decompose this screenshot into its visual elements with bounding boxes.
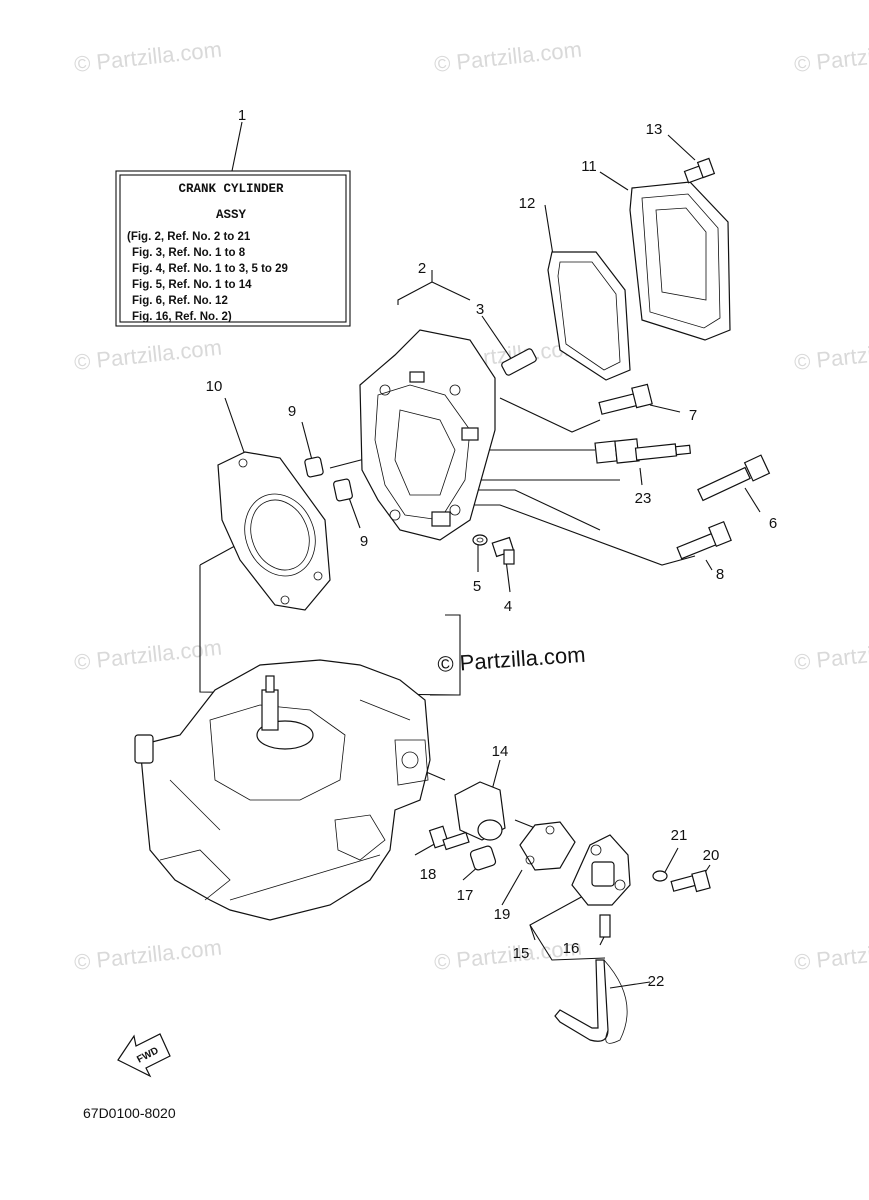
box-ref-line: Fig. 6, Ref. No. 12	[132, 295, 228, 307]
callout-6: 6	[769, 515, 777, 532]
callout-17: 17	[457, 887, 474, 904]
callout-3: 3	[476, 301, 484, 318]
callout-16: 16	[563, 940, 580, 957]
forward-arrow-icon: FWD	[117, 1033, 171, 1078]
bolt-20	[670, 869, 711, 893]
watermark: © Partzilla.com	[793, 635, 869, 675]
dowel-9a	[304, 456, 324, 478]
collar-17	[469, 845, 497, 871]
callout-22: 22	[648, 973, 665, 990]
bolt-18	[428, 825, 470, 851]
dowel-pin	[501, 348, 537, 376]
box-ref-line: Fig. 4, Ref. No. 1 to 3, 5 to 29	[132, 263, 288, 275]
bolt-8	[676, 520, 732, 560]
cover-bolt	[683, 157, 716, 184]
watermark: © Partzilla.com	[433, 37, 583, 77]
gasket-19	[519, 821, 576, 871]
box-ref-line: (Fig. 2, Ref. No. 2 to 21	[127, 231, 251, 243]
callout-1: 1	[238, 107, 246, 124]
cylinder-head-cover	[629, 181, 731, 341]
callout-11: 11	[581, 158, 597, 175]
cylinder-gasket	[217, 451, 331, 611]
watermark: © Partzilla.com	[73, 335, 223, 375]
callout-7: 7	[689, 407, 697, 424]
callout-23: 23	[635, 490, 652, 507]
callout-labels: 1 2 3 4 5 6 7 8 9 9 10 11 12 13 14 15 16…	[206, 107, 778, 990]
washer-21	[652, 870, 668, 882]
box-title-line1: CRANK CYLINDER	[178, 182, 284, 196]
callout-15: 15	[513, 945, 530, 962]
callout-4: 4	[504, 598, 512, 615]
crankcase-block	[134, 659, 431, 921]
callout-8: 8	[716, 566, 724, 583]
nipple-16	[599, 914, 611, 938]
dowel-9b	[333, 478, 353, 502]
bolt-6	[697, 454, 771, 502]
callout-2: 2	[418, 260, 426, 277]
callout-21: 21	[671, 827, 688, 844]
watermark: © Partzilla.com	[73, 935, 223, 975]
diagram-code: 67D0100-8020	[83, 1105, 176, 1121]
callout-10: 10	[206, 378, 223, 395]
callout-13: 13	[646, 121, 663, 138]
bolt-7	[598, 383, 653, 415]
cylinder-body	[359, 329, 496, 541]
hose-22	[554, 959, 628, 1044]
watermark: © Partzilla.com	[793, 935, 869, 975]
callout-18: 18	[420, 866, 437, 883]
cover-gasket	[547, 251, 631, 381]
bolt-4	[491, 536, 515, 565]
partzilla-watermark: © Partzilla.com	[437, 642, 587, 677]
box-title-line2: ASSY	[216, 208, 247, 222]
watermark: © Partzilla.com	[793, 37, 869, 77]
spark-plug	[594, 438, 692, 464]
box-ref-line: Fig. 16, Ref. No. 2)	[132, 311, 232, 323]
callout-14: 14	[492, 743, 509, 760]
watermark: © Partzilla.com	[793, 335, 869, 375]
box-ref-line: Fig. 5, Ref. No. 1 to 14	[132, 279, 252, 291]
box-ref-line: Fig. 3, Ref. No. 1 to 8	[132, 247, 246, 259]
callout-5: 5	[473, 578, 481, 595]
callout-19: 19	[494, 906, 511, 923]
callout-9b: 9	[360, 533, 368, 550]
washer-5	[472, 534, 488, 546]
callout-12: 12	[519, 195, 536, 212]
callout-9a: 9	[288, 403, 296, 420]
callout-20: 20	[703, 847, 720, 864]
housing-15	[571, 834, 631, 906]
watermark: © Partzilla.com	[73, 37, 223, 77]
watermark: © Partzilla.com	[433, 935, 583, 975]
assembly-info-box: CRANK CYLINDER ASSY (Fig. 2, Ref. No. 2 …	[115, 170, 351, 327]
thermostat-14	[454, 781, 506, 841]
